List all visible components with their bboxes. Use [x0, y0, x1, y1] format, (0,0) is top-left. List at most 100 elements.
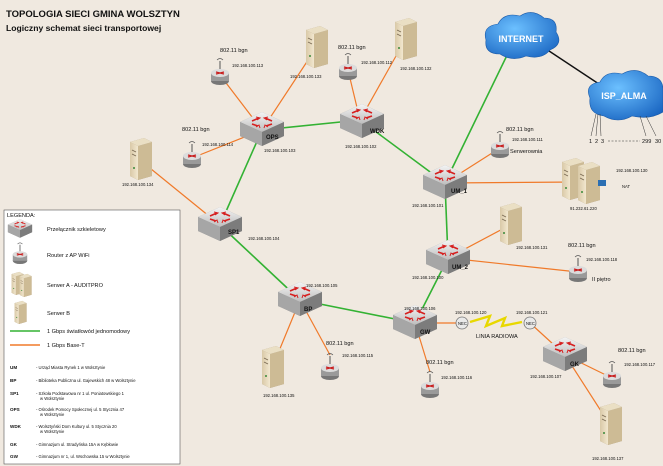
radio-ip-1: 192.168.100.120: [455, 310, 487, 315]
switch-wdk-ip: 192.168.100.102: [345, 144, 377, 149]
switch-gk: GK 192.168.100.107: [530, 336, 588, 379]
switch-um2: UM_2 192.168.100.100: [412, 239, 471, 280]
server-gk-ip: 192.168.100.137: [592, 456, 624, 461]
switch-um2-ip: 192.168.100.100: [412, 275, 444, 280]
legend: LEGENDA: Przełącznik szkieletowy Router …: [3, 209, 181, 465]
nec-2-label: NEC: [526, 321, 535, 326]
switch-bp-label: BP: [304, 307, 312, 313]
switch-gw-label: GW: [420, 330, 431, 336]
nec-unit-1: NEC: [455, 316, 469, 330]
server-wdk-ip: 192.168.100.132: [400, 66, 432, 71]
legend-desc-gk: - Gimnazjum ul. Stradyńska 15A w Kębłowi…: [36, 442, 119, 447]
switch-sp1: SP1 192.168.100.104: [197, 206, 280, 242]
server-ops: 192.168.100.133: [290, 25, 329, 79]
server-bp-ip: 192.168.100.135: [263, 393, 295, 398]
server-bp: 192.168.100.135: [261, 345, 295, 398]
router-6: 802.11 bgn 192.168.100.115: [320, 341, 374, 381]
router-2-title: 802.11 bgn: [338, 45, 366, 51]
legend-desc-sp1: - Szkoła Podstawowa nr 1 ul. Poniatowski…: [36, 391, 125, 396]
internet-cloud: INTERNET: [484, 12, 560, 59]
server-sp1: 192.168.100.134: [122, 137, 154, 187]
legend-heading: LEGENDA:: [7, 213, 36, 219]
switch-gw: GW 192.168.100.106: [392, 304, 438, 340]
switch-um2-label: UM_2: [452, 265, 469, 271]
isp-port-2: 2: [595, 139, 598, 145]
router-4-title: 802.11 bgn: [506, 127, 534, 133]
switch-um1: UM_1 192.168.100.101: [412, 164, 468, 208]
router-8-title: 802.11 bgn: [618, 348, 646, 354]
isp-port-3: 3: [601, 139, 604, 145]
radio-link: [469, 314, 523, 329]
isp-port-299: 299: [642, 139, 651, 145]
legend-item-copper: 1 Gbps Base-T: [47, 343, 85, 349]
router-6-ip: 192.168.100.115: [342, 353, 374, 358]
router-7-ip: 192.168.100.116: [441, 375, 473, 380]
legend-desc-bp: - Biblioteka Publiczna ul. Gajewskich 48…: [36, 378, 136, 383]
router-8-ip: 192.168.100.117: [624, 362, 656, 367]
legend-abbr-wdk: WDK: [10, 424, 22, 429]
server-um1-auditpro: 192.168.100.130 NAT 91.232.61.220: [561, 157, 648, 211]
radio-ip-2: 192.168.100.121: [516, 310, 548, 315]
server-ops-ip: 192.168.100.133: [290, 74, 322, 79]
router-6-title: 802.11 bgn: [326, 341, 354, 347]
router-8: 802.11 bgn 192.168.100.117: [602, 348, 656, 389]
server-public-ip: 91.232.61.220: [570, 206, 597, 211]
diagram-title: TOPOLOGIA SIECI GMINA WOLSZTYN: [6, 9, 180, 20]
legend-abbr-bp: BP: [10, 378, 16, 383]
router-3-title: 802.11 bgn: [182, 127, 210, 133]
legend-item-router: Router z AP WiFi: [47, 253, 89, 259]
isp-cloud: ISP_ALMA 1 2 3 299 30: [588, 70, 663, 145]
router-7-title: 802.11 bgn: [426, 360, 454, 366]
router-2-ip: 192.168.100.112: [361, 60, 393, 65]
router-5: 802.11 bgn 192.168.100.118 II piętro: [568, 243, 618, 283]
legend-item-server-b: Serwer B: [47, 311, 70, 317]
server-um2: 192.168.100.131: [499, 202, 548, 250]
legend-abbr-ops: OPS: [10, 407, 20, 412]
switch-um1-label: UM_1: [451, 189, 468, 195]
router-1-ip: 192.168.100.113: [232, 63, 264, 68]
router-7: 802.11 bgn 192.168.100.116: [420, 360, 473, 399]
switch-wdk-label: WDK: [370, 129, 385, 135]
router-5-note: II piętro: [592, 277, 611, 283]
router-1-title: 802.11 bgn: [220, 48, 248, 54]
switch-ops-ip: 192.168.100.103: [264, 148, 296, 153]
diagram-subtitle: Logiczny schemat sieci transportowej: [6, 23, 161, 33]
server-um2-ip: 192.168.100.131: [516, 245, 548, 250]
router-2: 802.11 bgn 192.168.100.112: [338, 45, 393, 81]
legend-abbr-gk: GK: [10, 442, 18, 447]
switch-sp1-ip: 192.168.100.104: [248, 236, 280, 241]
legend-desc-wdk-line2: w Wolsztynie: [40, 429, 65, 434]
legend-server-a-icon-2: [19, 273, 32, 298]
nec-1-label: NEC: [458, 321, 467, 326]
switch-ops: OPS 192.168.100.103: [239, 111, 296, 153]
legend-desc-ops-line2: w Wolsztynie: [40, 412, 65, 417]
nec-unit-2: NEC: [523, 316, 537, 330]
server-gk: 192.168.100.137: [592, 402, 624, 461]
internet-label: INTERNET: [499, 34, 545, 44]
legend-server-b-icon: [14, 300, 27, 325]
legend-abbr-um: UM: [10, 365, 17, 370]
switch-gk-ip: 192.168.100.107: [530, 374, 562, 379]
switch-bp-ip: 192.168.100.105: [306, 283, 338, 288]
legend-desc-sp1-line2: w Wolsztynie: [40, 396, 65, 401]
legend-item-fiber: 1 Gbps światłowód jednomodowy: [47, 329, 130, 335]
switch-bp: BP 192.168.100.105: [277, 281, 338, 317]
switch-gk-label: GK: [570, 362, 580, 368]
switch-ops-label: OPS: [266, 135, 279, 141]
legend-desc-gw: - Gimnazjum nr 1, ul. Wschowska 15 w Wol…: [36, 454, 130, 459]
legend-abbr-gw: GW: [10, 454, 19, 459]
router-3-ip: 192.168.100.114: [202, 142, 234, 147]
router-4-note: Serwerownia: [510, 149, 543, 155]
router-4-ip: 192.168.100.111: [512, 137, 543, 142]
legend-desc-wdk: - Wolsztyński Dom Kultury ul. 5 Stycznia…: [36, 424, 117, 429]
router-5-title: 802.11 bgn: [568, 243, 596, 249]
router-4: 802.11 bgn 192.168.100.111 Serwerownia: [490, 127, 543, 159]
legend-item-server-a: Serwer A - AUDITPRO: [47, 283, 104, 289]
legend-item-switch: Przełącznik szkieletowy: [47, 227, 106, 233]
legend-desc-um: - Urząd Miasta Rynek 1 w Wolsztynie: [36, 365, 106, 370]
switch-gw-ip: 192.168.100.106: [404, 306, 436, 311]
router-3: 802.11 bgn 192.168.100.114: [182, 127, 234, 169]
isp-label: ISP_ALMA: [601, 91, 647, 101]
